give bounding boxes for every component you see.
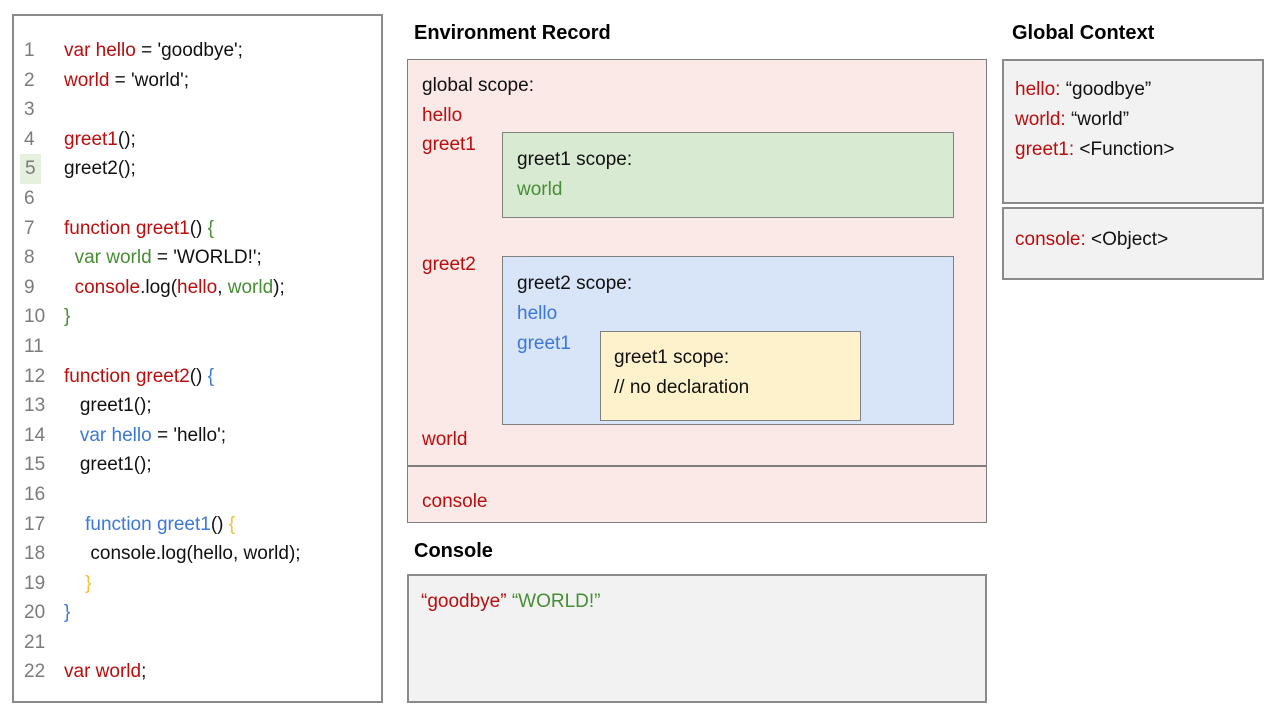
code-text: function greet1() {	[64, 217, 214, 239]
line-number: 18	[24, 543, 46, 565]
code-text: var world = 'WORLD!';	[74, 247, 262, 269]
line-number: 4	[24, 128, 35, 150]
code-text: greet1();	[64, 395, 152, 417]
gc-name-world: world:	[1015, 109, 1066, 130]
inner-greet1-scope-comment: // no declaration	[614, 377, 750, 398]
code-line: 15 greet1();	[14, 450, 381, 480]
line-number: 20	[24, 602, 46, 624]
inner-greet1-scope-label: greet1 scope:	[614, 347, 730, 368]
line-number: 5	[14, 154, 64, 184]
code-text: }	[64, 306, 71, 328]
line-number: 9	[24, 276, 35, 298]
console-output-goodbye: “goodbye”	[421, 591, 507, 612]
greet1-scope-box: greet1 scope: world	[502, 132, 954, 218]
gc-value-console: <Object>	[1085, 229, 1169, 250]
code-text: function greet2() {	[64, 365, 214, 387]
global-scope-label: global scope:	[422, 75, 534, 96]
code-line: 10}	[14, 302, 381, 332]
code-line: 6	[14, 184, 381, 214]
line-number: 13	[24, 395, 46, 417]
line-number: 16	[24, 483, 46, 505]
line-number: 17	[24, 513, 46, 535]
global-context-entry: world: “world”	[1015, 105, 1262, 135]
line-number: 11	[24, 335, 44, 357]
global-context-entry: greet1: <Function>	[1015, 135, 1262, 165]
global-context-entry: hello: “goodbye”	[1015, 75, 1262, 105]
env-console-strip: console	[407, 466, 987, 523]
code-line: 20}	[14, 598, 381, 628]
line-number: 14	[24, 424, 46, 446]
code-lines: 1 var hello = 'goodbye'; 2 world = 'world';…	[14, 36, 381, 687]
code-line: 21	[14, 628, 381, 658]
code-line: 1 var hello = 'goodbye';	[14, 36, 381, 66]
code-line: 14 var hello = 'hello';	[14, 421, 381, 451]
code-text: var world;	[64, 661, 147, 683]
gc-name-console: console:	[1015, 229, 1086, 250]
line-number: 2	[24, 69, 35, 91]
env-var-greet2: greet2	[422, 254, 476, 275]
code-text: console.log(hello, world);	[74, 276, 285, 298]
line-number: 21	[24, 631, 46, 653]
code-text: }	[64, 602, 71, 624]
line-number: 22	[24, 661, 46, 683]
env-var-world: world	[422, 429, 468, 450]
global-context-title: Global Context	[1012, 22, 1155, 44]
line-number: 1	[24, 40, 35, 61]
line-number: 15	[24, 454, 46, 476]
greet1-scope-label: greet1 scope:	[517, 149, 633, 170]
code-line: 12 function greet2() {	[14, 362, 381, 392]
env-var-hello: hello	[422, 105, 463, 126]
code-text: greet2();	[64, 158, 136, 180]
gc-name-hello: hello:	[1015, 79, 1061, 100]
console-output-box: “goodbye” “WORLD!”	[407, 574, 987, 703]
gc-value-hello: “goodbye”	[1060, 79, 1152, 100]
code-line: 7 function greet1() {	[14, 214, 381, 244]
code-text: var hello = 'goodbye';	[64, 40, 243, 61]
code-line: 11	[14, 332, 381, 362]
code-text: console.log(hello, world);	[64, 543, 301, 565]
env-var-console: console	[422, 491, 488, 512]
greet2-scope-var-greet1: greet1	[517, 333, 571, 354]
greet1-scope-var-world: world	[517, 179, 563, 200]
line-number: 12	[24, 365, 46, 387]
code-line: 9 console.log(hello, world);	[14, 273, 381, 303]
console-output-world: “WORLD!”	[511, 591, 601, 612]
greet2-scope-label: greet2 scope:	[517, 273, 633, 294]
code-line: 16	[14, 480, 381, 510]
code-line: 19 }	[14, 569, 381, 599]
code-text: world = 'world';	[64, 69, 189, 91]
inner-greet1-scope-box: greet1 scope: // no declaration	[600, 331, 861, 421]
code-text: greet1();	[64, 128, 136, 150]
code-line: 8 var world = 'WORLD!';	[14, 243, 381, 273]
code-line: 4 greet1();	[14, 125, 381, 155]
global-context-box: hello: “goodbye” world: “world” greet1: …	[1002, 59, 1264, 204]
line-number: 6	[24, 187, 35, 209]
gc-value-world: “world”	[1065, 109, 1130, 130]
code-line: 18 console.log(hello, world);	[14, 539, 381, 569]
code-line: 22 var world;	[14, 657, 381, 687]
code-text: greet1();	[64, 454, 152, 476]
greet2-scope-var-hello: hello	[517, 303, 558, 324]
global-context-console-box: console: <Object>	[1002, 207, 1264, 280]
code-line: 13 greet1();	[14, 391, 381, 421]
line-number: 8	[24, 247, 35, 269]
line-number: 3	[24, 99, 35, 121]
console-title: Console	[414, 540, 493, 562]
environment-record-title: Environment Record	[414, 22, 611, 44]
global-context-entry: console: <Object>	[1015, 229, 1262, 251]
gc-name-greet1: greet1:	[1015, 139, 1075, 160]
code-line: 17 function greet1() {	[14, 510, 381, 540]
env-var-greet1: greet1	[422, 134, 476, 155]
code-editor-panel[interactable]: 1 var hello = 'goodbye'; 2 world = 'world';…	[12, 14, 383, 703]
code-line: 2 world = 'world';	[14, 66, 381, 96]
code-text: function greet1() {	[85, 513, 236, 535]
line-number: 7	[24, 217, 35, 239]
code-text: }	[85, 572, 92, 594]
code-line: 3	[14, 95, 381, 125]
code-text: var hello = 'hello';	[79, 424, 227, 446]
line-number: 10	[24, 306, 46, 328]
line-number: 19	[24, 572, 46, 594]
gc-value-greet1: <Function>	[1074, 139, 1175, 160]
